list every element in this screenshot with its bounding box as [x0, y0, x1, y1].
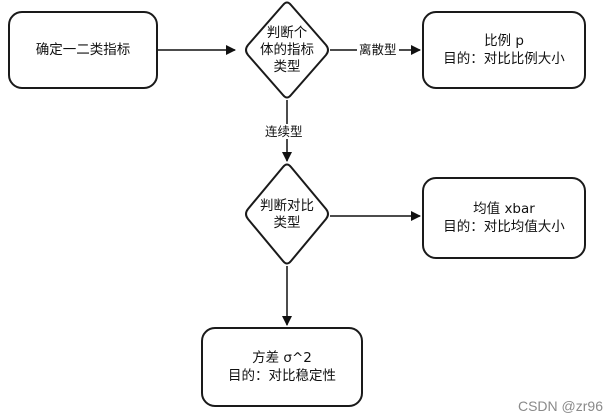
decision-compare-line-1: 判断对比 — [260, 198, 314, 214]
watermark: CSDN @zr96 — [517, 398, 603, 414]
decision-compare-label: 判断对比 类型 — [247, 192, 327, 238]
decision-type-line-2: 体的指标 — [260, 41, 314, 58]
decision-type-line-1: 判断个 — [266, 24, 308, 41]
proportion-purpose: 目的：对比比例大小 — [443, 51, 565, 67]
mean-purpose: 目的：对比均值大小 — [443, 219, 565, 235]
mean-title: 均值 xbar — [473, 201, 535, 217]
mean-node: 均值 xbar 目的：对比均值大小 — [422, 177, 586, 259]
decision-compare-line-2: 类型 — [273, 215, 301, 231]
variance-purpose: 目的：对比稳定性 — [228, 368, 336, 384]
variance-title: 方差 σ^2 — [252, 350, 312, 366]
proportion-title: 比例 p — [484, 33, 524, 49]
edge-label-discrete: 离散型 — [357, 42, 399, 57]
edge-label-continuous: 连续型 — [263, 124, 305, 139]
decision-type-label: 判断个 体的指标 类型 — [247, 16, 327, 84]
decision-compare-diamond — [245, 163, 329, 265]
start-node-label: 确定一二类指标 — [35, 42, 131, 58]
variance-node: 方差 σ^2 目的：对比稳定性 — [201, 327, 363, 407]
proportion-node: 比例 p 目的：对比比例大小 — [422, 11, 586, 89]
start-node: 确定一二类指标 — [8, 11, 158, 89]
decision-type-line-3: 类型 — [273, 58, 301, 75]
decision-type-diamond — [245, 1, 329, 99]
